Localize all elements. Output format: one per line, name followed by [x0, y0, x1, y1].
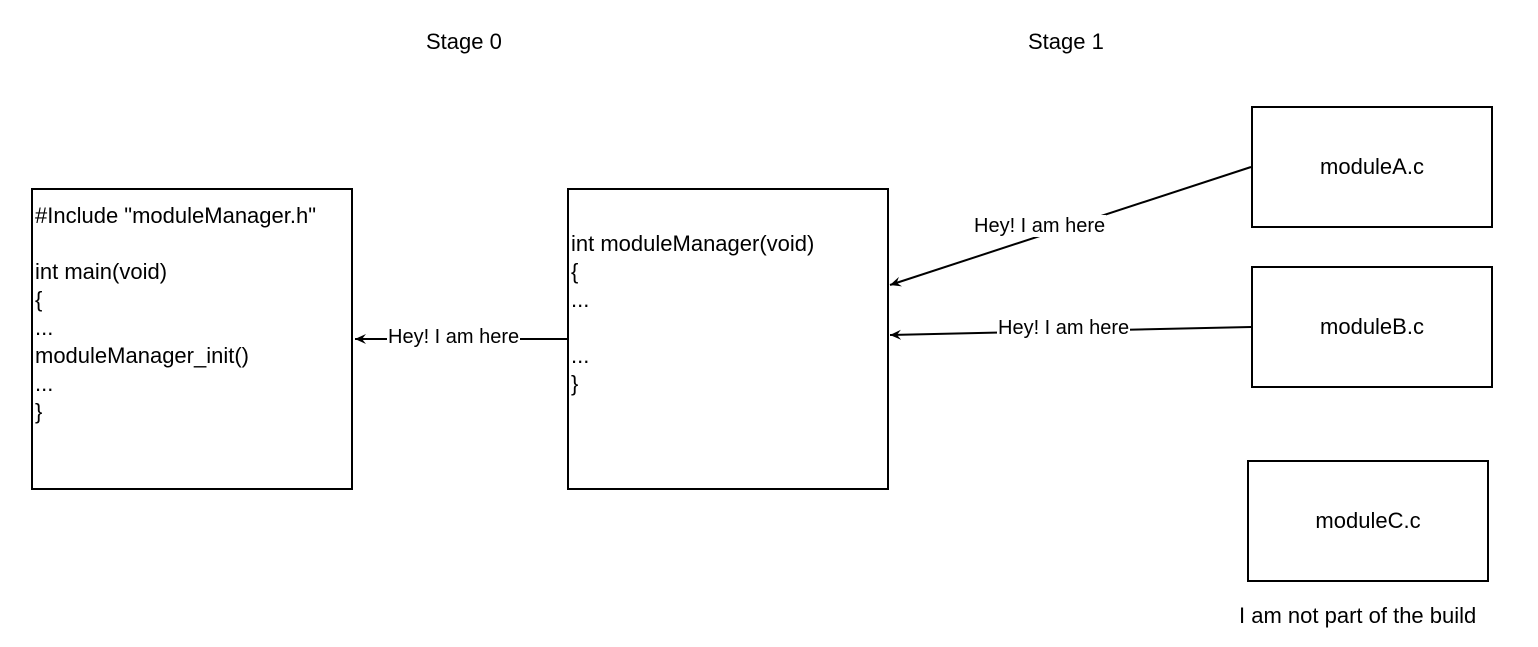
module-c-box: moduleC.c	[1247, 460, 1489, 582]
manager-code-line: int moduleManager(void)	[571, 231, 815, 256]
edge-label-manager-to-main: Hey! I am here	[387, 326, 521, 348]
main-code-line: #Include "moduleManager.h"	[35, 203, 317, 228]
module-b-label: moduleB.c	[1320, 314, 1424, 339]
module-c-label: moduleC.c	[1315, 508, 1421, 533]
manager-code-line: }	[571, 371, 579, 396]
module-manager-box: int moduleManager(void) { ... ... }	[567, 188, 889, 490]
main-source-box: #Include "moduleManager.h" int main(void…	[31, 188, 353, 490]
manager-code-line	[571, 314, 887, 342]
manager-code-line: {	[571, 259, 579, 284]
module-a-label: moduleA.c	[1320, 154, 1424, 179]
main-code-line	[35, 230, 351, 258]
manager-code-line: ...	[571, 343, 590, 368]
edge-label-moduleA-to-manager: Hey! I am here	[973, 215, 1107, 237]
module-a-box: moduleA.c	[1251, 106, 1493, 228]
stage-1-label: Stage 1	[1028, 29, 1104, 54]
edge-label-moduleB-to-manager: Hey! I am here	[997, 317, 1131, 339]
main-code-line: moduleManager_init()	[35, 343, 249, 368]
module-b-box: moduleB.c	[1251, 266, 1493, 388]
stage-0-label: Stage 0	[426, 29, 502, 54]
main-code-line: {	[35, 287, 43, 312]
module-c-note: I am not part of the build	[1239, 603, 1477, 628]
main-code-line: ...	[35, 371, 54, 396]
main-code-line: ...	[35, 315, 54, 340]
main-code-line: int main(void)	[35, 259, 168, 284]
manager-code-line: ...	[571, 287, 590, 312]
main-code-line: }	[35, 399, 43, 424]
